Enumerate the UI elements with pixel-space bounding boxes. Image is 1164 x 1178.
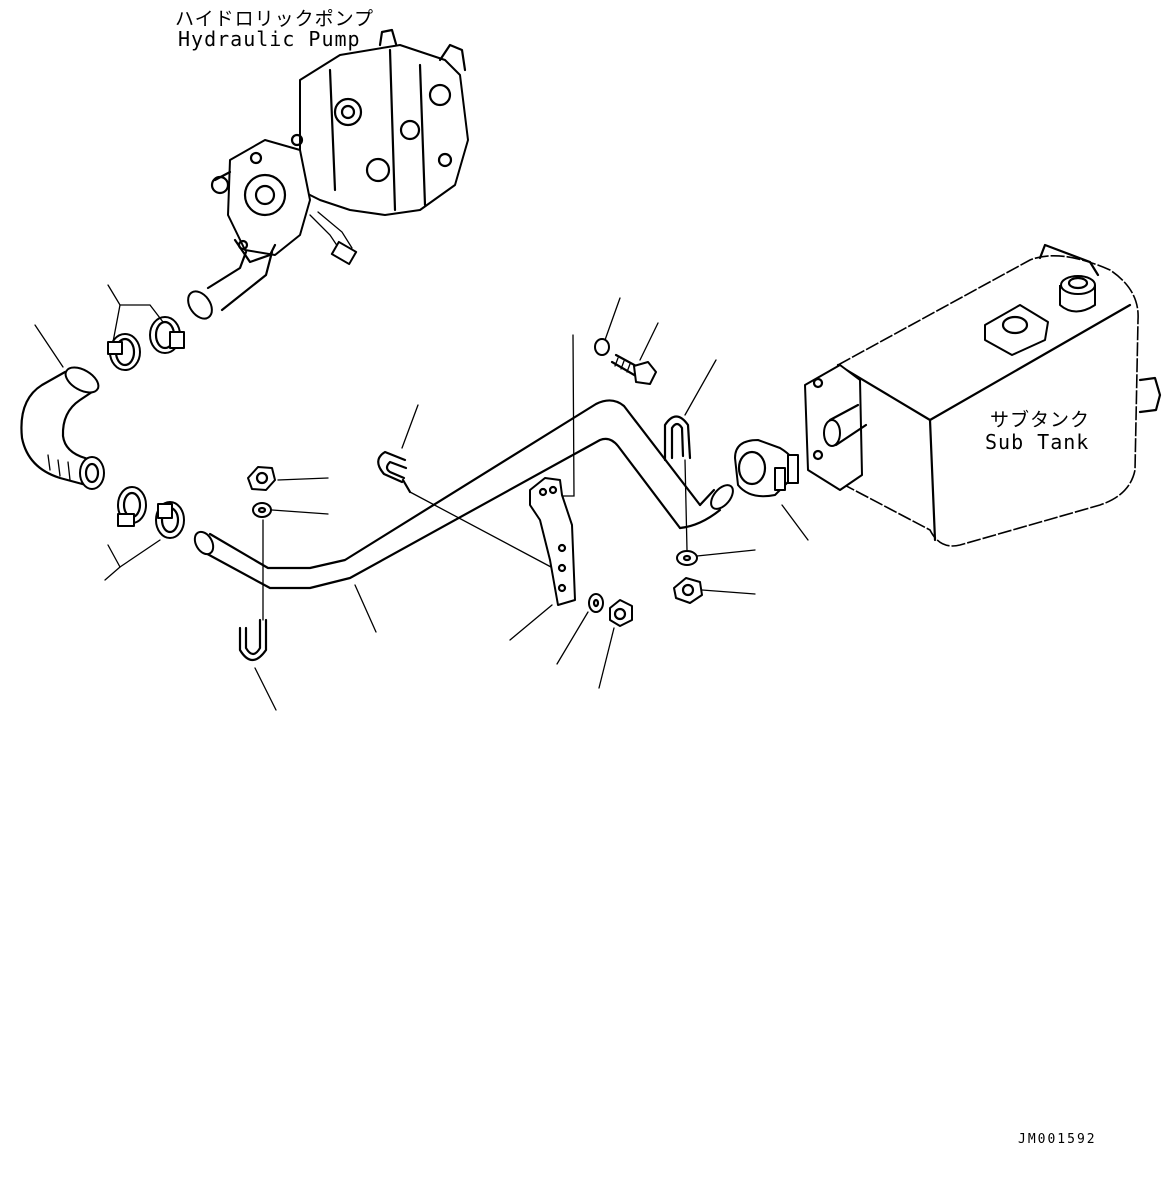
pump-label-en: Hydraulic Pump	[178, 27, 361, 51]
hose-clamps-lower	[117, 486, 185, 539]
hydraulic-pump	[187, 28, 469, 320]
tank-label-jp: サブタンク	[990, 409, 1091, 431]
drawing-code: JM001592	[1018, 1132, 1097, 1147]
nut-bottom	[609, 599, 633, 627]
bolt-and-washer	[594, 338, 657, 385]
u-bolt-3	[238, 618, 268, 662]
tank-label-en: Sub Tank	[985, 430, 1090, 454]
hose	[20, 366, 105, 490]
bracket	[529, 477, 576, 606]
nut-left	[247, 466, 276, 491]
hose-clamps-upper	[107, 316, 185, 371]
leader-lines	[34, 284, 809, 711]
u-bolt-1	[377, 450, 412, 494]
washer-right	[676, 550, 698, 566]
washer-left	[252, 502, 272, 518]
tank-clamp	[734, 439, 799, 498]
u-bolt-2	[663, 415, 692, 462]
washer-bottom	[588, 593, 604, 613]
tube	[193, 399, 734, 590]
nut-right	[673, 577, 703, 604]
pump-label-jp: ハイドロリックポンプ	[175, 8, 375, 30]
sub-tank	[804, 243, 1162, 547]
